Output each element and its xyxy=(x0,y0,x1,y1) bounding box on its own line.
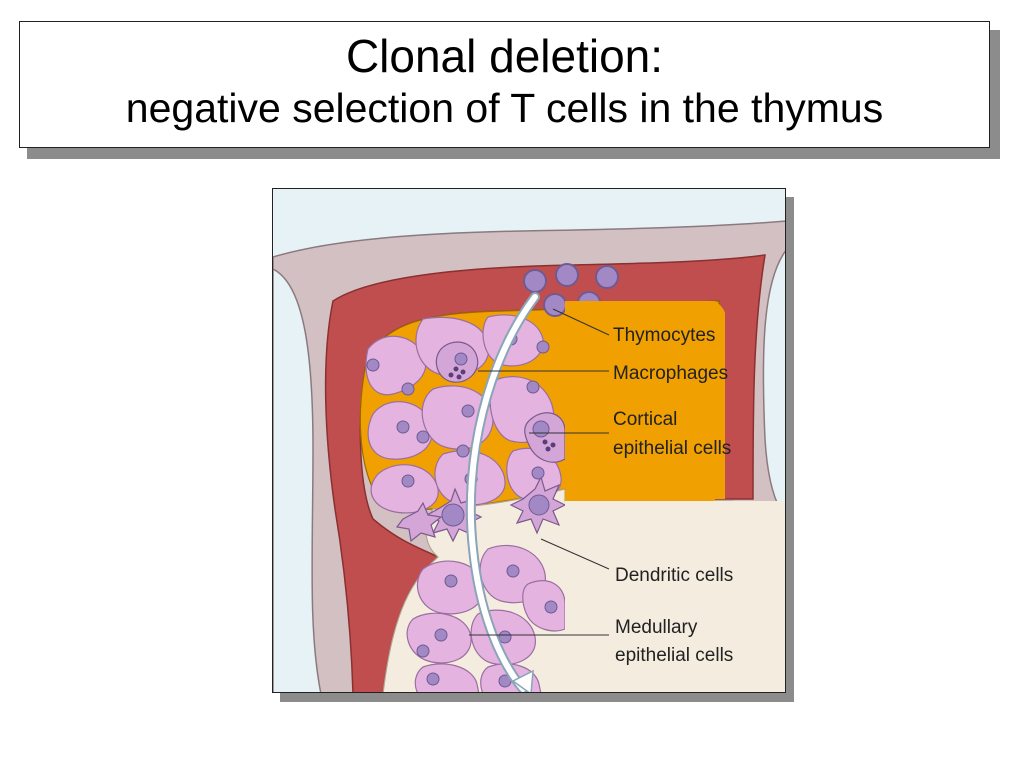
thymus-figure: Thymocytes Macrophages Cortical epitheli… xyxy=(272,188,786,693)
title-box: Clonal deletion: negative selection of T… xyxy=(19,21,990,148)
label-cortical-line2: epithelial cells xyxy=(613,438,731,459)
cortex-panel-edge xyxy=(715,301,725,499)
slide-title: Clonal deletion: xyxy=(345,30,664,82)
cortex-label-panel xyxy=(565,301,715,501)
leader-lines xyxy=(469,308,610,636)
label-thymocytes: Thymocytes xyxy=(613,325,715,346)
label-cortical-line1: Cortical xyxy=(613,409,677,430)
label-medullary-line2: epithelial cells xyxy=(615,645,733,666)
thymus-diagram-svg: Thymocytes Macrophages Cortical epitheli… xyxy=(273,189,785,692)
migration-arrow-head xyxy=(511,669,534,692)
label-medullary-line1: Medullary xyxy=(615,617,698,638)
slide-subtitle: negative selection of T cells in the thy… xyxy=(125,85,884,131)
label-dendritic: Dendritic cells xyxy=(615,565,733,586)
label-macrophages: Macrophages xyxy=(613,363,728,384)
migration-arrow xyxy=(467,294,538,692)
medulla-label-panel xyxy=(565,501,785,692)
left-lobe-gap xyxy=(273,268,322,692)
